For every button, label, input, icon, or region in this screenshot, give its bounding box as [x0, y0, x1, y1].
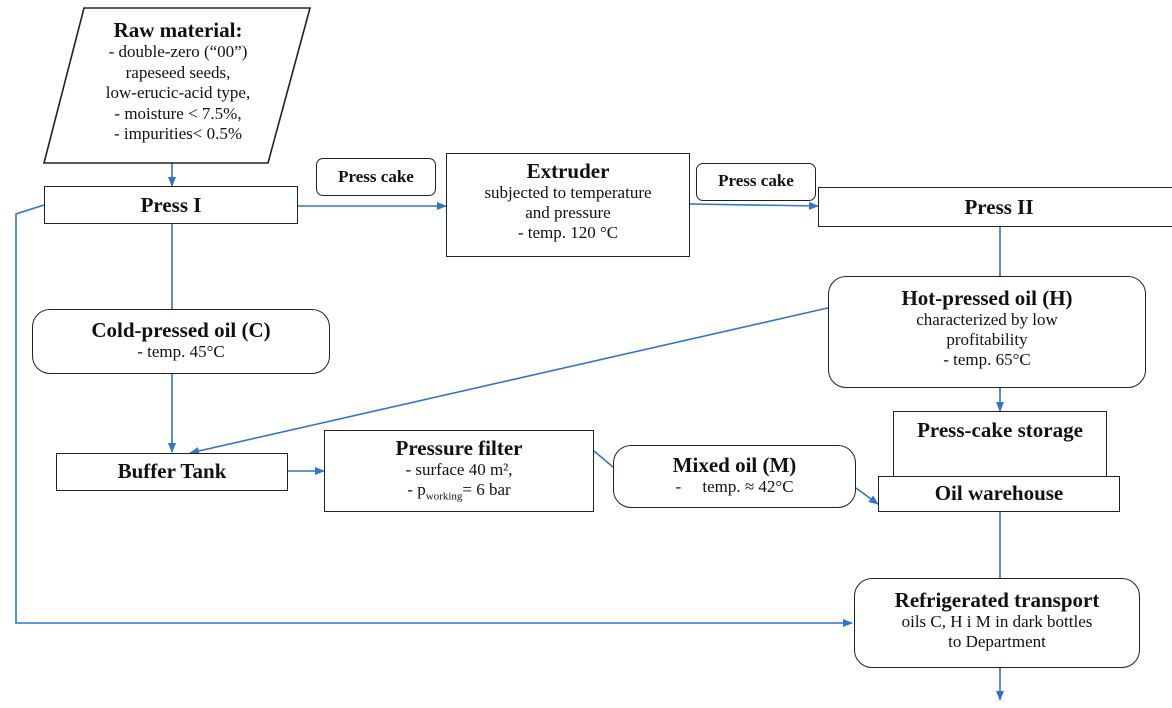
hot-oil-line-3: - temp. 65°C [943, 350, 1031, 369]
extruder-box: Extruder subjected to temperature and pr… [446, 153, 690, 257]
cold-oil-box: Cold-pressed oil (C) - temp. 45°C [32, 309, 330, 374]
pressure-filter-line-2-sub: working [425, 490, 463, 503]
oil-warehouse-box: Oil warehouse [878, 476, 1120, 512]
press-cake-storage-title: Press-cake storage [917, 418, 1083, 442]
arrow-extruder-to-press-ii [689, 201, 819, 210]
extruder-title: Extruder [526, 159, 610, 183]
extruder-line-1: subjected to temperature [484, 183, 652, 202]
buffer-tank-title: Buffer Tank [117, 459, 227, 483]
extruder-line-2: and pressure [525, 203, 611, 222]
refrigerated-transport-line-1: oils C, H i M in dark bottles [901, 612, 1093, 631]
hot-oil-title: Hot-pressed oil (H) [901, 286, 1073, 310]
hot-oil-line-2: profitability [946, 330, 1028, 349]
raw-material-line-4: - moisture < 7.5%, [114, 103, 242, 123]
refrigerated-transport-box: Refrigerated transport oils C, H i M in … [854, 578, 1140, 668]
cold-oil-title: Cold-pressed oil (C) [91, 318, 271, 342]
mixed-oil-box: Mixed oil (M) - temp. ≈ 42°C [613, 445, 856, 508]
hot-oil-line-1: characterized by low [916, 310, 1058, 329]
pressure-filter-line-2-prefix: - p [407, 480, 426, 499]
mixed-oil-title: Mixed oil (M) [672, 453, 797, 477]
raw-material-shape [42, 7, 312, 164]
pressure-filter-box: Pressure filter - surface 40 m², - pwork… [324, 430, 594, 512]
cold-oil-line: - temp. 45°C [137, 342, 225, 361]
pressure-filter-line-1: - surface 40 m², [405, 460, 513, 479]
press-i-box: Press I [44, 186, 298, 224]
press-i-title: Press I [140, 193, 202, 217]
line-press-i-bypass [15, 204, 853, 627]
raw-material-line-3: low-erucic-acid type, [105, 83, 251, 102]
pressure-filter-line-2: - pworking= 6 bar [325, 480, 593, 506]
refrigerated-transport-line-2: to Department [948, 632, 1046, 651]
raw-material-line-2: rapeseed seeds, [125, 62, 231, 82]
press-cake-storage-box: Press-cake storage [893, 411, 1107, 477]
press-cake-label-1: Press cake [316, 158, 436, 196]
extruder-line-3: - temp. 120 °C [517, 223, 619, 242]
arrow-mixed-to-warehouse [855, 487, 879, 505]
press-cake-label-2: Press cake [696, 163, 816, 201]
hot-oil-box: Hot-pressed oil (H) characterized by low… [828, 276, 1146, 388]
mixed-oil-line: - temp. ≈ 42°C [675, 477, 794, 496]
line-filter-to-mixed [593, 450, 614, 468]
press-cake-2-text: Press cake [718, 171, 794, 190]
oil-warehouse-title: Oil warehouse [934, 481, 1064, 505]
raw-material-line-5: - impurities< 0.5% [113, 124, 243, 143]
pressure-filter-title: Pressure filter [395, 436, 523, 460]
arrow-hot-oil-to-buffer [189, 306, 833, 455]
buffer-tank-box: Buffer Tank [56, 453, 288, 491]
raw-material-title: Raw material: [113, 18, 243, 42]
press-ii-box: Press II [818, 187, 1172, 227]
refrigerated-transport-title: Refrigerated transport [894, 588, 1100, 612]
pressure-filter-line-2-suffix: = 6 bar [462, 480, 511, 499]
press-cake-1-text: Press cake [338, 167, 414, 186]
raw-material-line-1: - double-zero (“00”) [108, 42, 248, 61]
raw-material-box: Raw material: - double-zero (“00”) rapes… [60, 18, 296, 145]
press-ii-title: Press II [964, 195, 1034, 219]
